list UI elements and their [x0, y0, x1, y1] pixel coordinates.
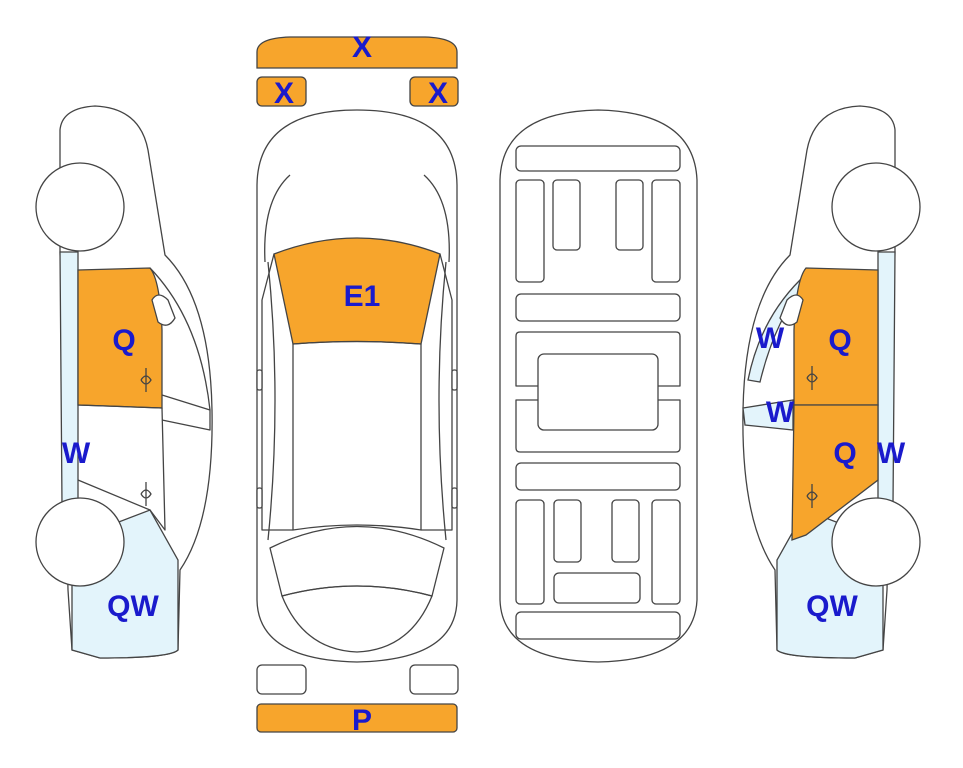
right-side-window-line	[421, 253, 453, 531]
car-right-side-view: W Q W Q W QW	[742, 105, 921, 659]
left-door-line	[267, 261, 276, 541]
interior-panel	[611, 499, 640, 563]
car-top-view: X X X E1 P	[256, 31, 459, 737]
right-window-label: W	[766, 396, 795, 429]
left-rear-door	[77, 404, 166, 531]
rear-bumper-label: P	[352, 704, 372, 737]
right-rear-quarter-label: QW	[806, 590, 858, 623]
interior-panel	[515, 145, 681, 172]
rear-light-right	[409, 664, 459, 695]
right-mirror-shape	[779, 294, 804, 326]
front-bumper-label: X	[352, 31, 372, 64]
left-mirror	[256, 369, 263, 391]
hood-line	[264, 174, 291, 263]
interior-panel	[553, 499, 582, 563]
trunk-lid	[281, 585, 433, 653]
left-side-window-line	[261, 253, 293, 531]
car-interior-view	[499, 109, 698, 663]
right-mirror-label: W	[756, 322, 785, 355]
left-front-wheel	[35, 162, 125, 252]
right-side-area-label: W	[877, 437, 906, 470]
car-body-outline	[256, 109, 458, 663]
right-door-handle	[806, 484, 818, 508]
left-door-handle	[140, 482, 152, 506]
right-rear-door-part[interactable]	[791, 404, 879, 541]
interior-panel	[515, 293, 681, 322]
windshield-label: E1	[344, 280, 381, 313]
left-side-area-label: W	[62, 437, 91, 470]
left-front-door-label: Q	[112, 324, 135, 357]
left-rear-wheel	[35, 497, 125, 587]
interior-center-panel	[537, 353, 659, 431]
front-light-right-label: X	[428, 77, 448, 110]
hood-line	[423, 174, 450, 263]
right-mirror	[451, 369, 458, 391]
interior-panel	[615, 179, 644, 251]
front-light-right-part[interactable]	[409, 76, 459, 107]
right-rear-wheel	[831, 497, 921, 587]
interior-panel	[515, 462, 681, 491]
interior-panel	[553, 572, 641, 604]
right-door-handle	[806, 366, 818, 390]
left-rear-mark	[256, 487, 263, 509]
front-light-left-label: X	[274, 77, 294, 110]
left-window-line	[161, 394, 211, 431]
interior-panel	[515, 611, 681, 640]
interior-panel	[552, 179, 581, 251]
car-left-side-view: Q W QW	[35, 105, 213, 659]
interior-panel	[651, 499, 681, 605]
right-rear-door-label: Q	[833, 437, 856, 470]
right-front-wheel	[831, 162, 921, 252]
left-door-handle	[140, 368, 152, 392]
right-rear-mark	[451, 487, 458, 509]
interior-panel	[515, 499, 545, 605]
right-front-door-label: Q	[828, 324, 851, 357]
interior-panel	[515, 179, 545, 283]
front-light-left-part[interactable]	[256, 76, 307, 107]
front-bumper-part[interactable]	[256, 36, 458, 69]
left-mirror-shape	[151, 294, 176, 326]
rear-light-left	[256, 664, 307, 695]
rear-bumper-part[interactable]	[256, 703, 458, 733]
left-window-line	[149, 267, 211, 411]
right-door-line	[438, 261, 447, 541]
interior-panel	[651, 179, 681, 283]
left-rear-quarter-label: QW	[107, 590, 159, 623]
